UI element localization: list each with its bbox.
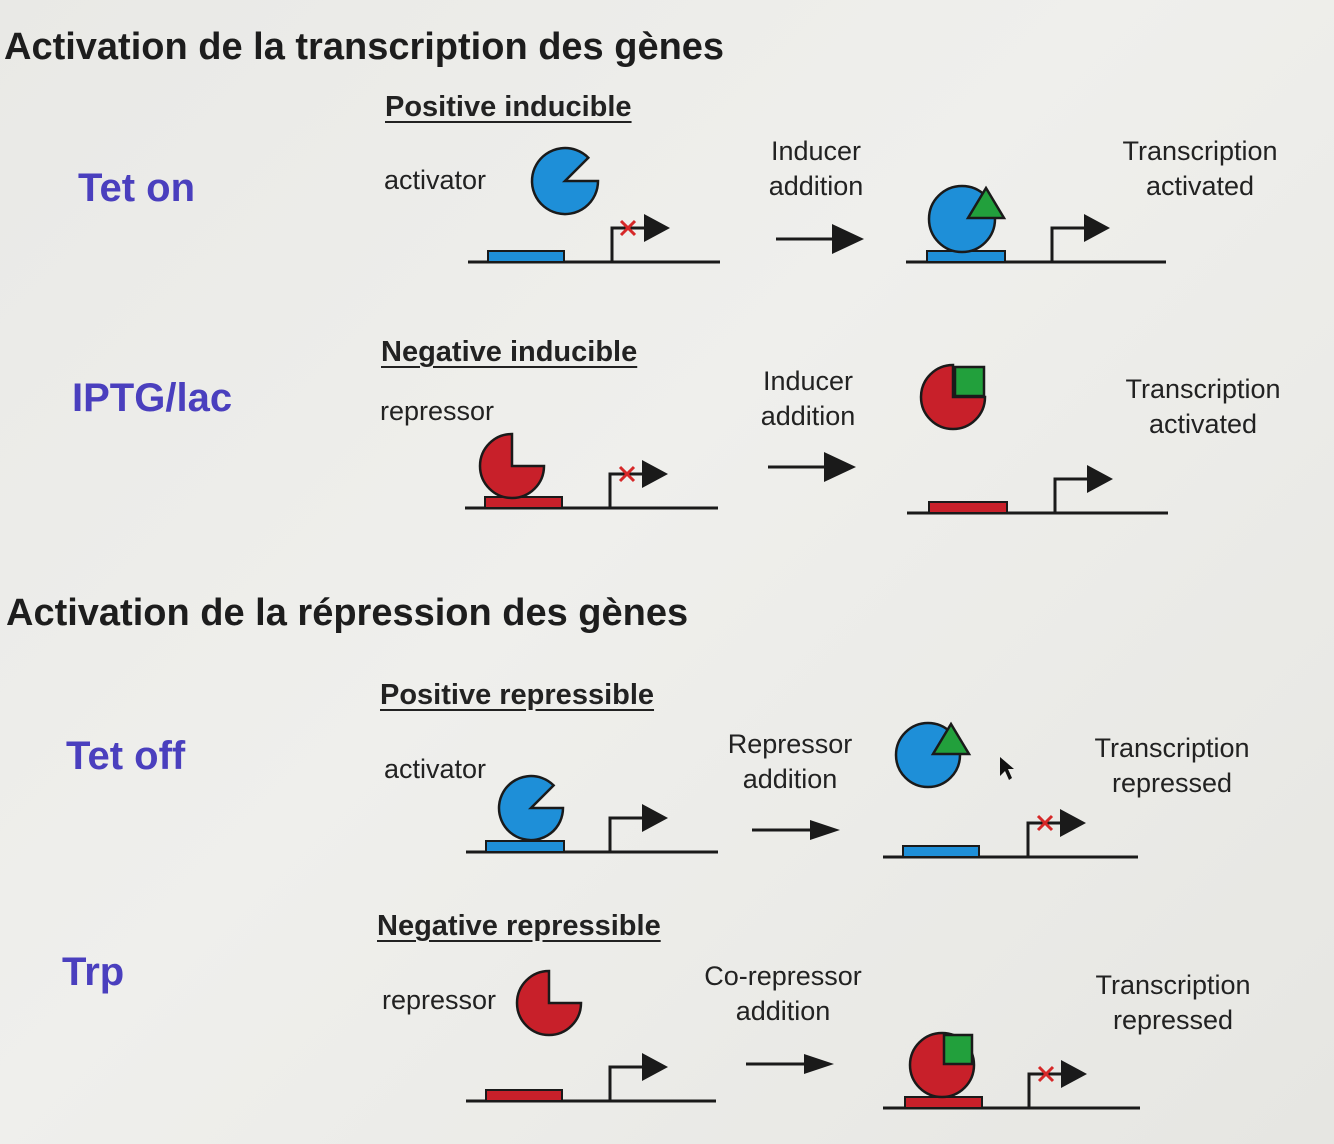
operator-site bbox=[484, 496, 563, 509]
result-label-transcription-repressed: Transcription repressed bbox=[1095, 970, 1251, 1035]
co-repressor-square-icon bbox=[942, 1033, 974, 1066]
promoter-arrow-icon bbox=[608, 802, 670, 854]
process-arrow-icon bbox=[774, 222, 866, 256]
operator-site bbox=[928, 501, 1008, 514]
subtitle-positive-repressible: Positive repressible bbox=[380, 679, 655, 711]
promoter-arrow-icon bbox=[608, 458, 670, 510]
tet-off-diagram bbox=[466, 721, 1138, 859]
system-label-tet-off: Tet off bbox=[66, 734, 186, 778]
promoter-arrow-icon bbox=[610, 212, 672, 264]
subtitle-negative-repressible: Negative repressible bbox=[377, 910, 661, 942]
promoter-arrow-icon bbox=[1026, 807, 1088, 859]
process-arrow-icon bbox=[750, 818, 842, 842]
mouse-cursor-icon bbox=[1000, 757, 1014, 780]
inducer-square-icon bbox=[953, 365, 986, 398]
subtitle-negative-inducible: Negative inducible bbox=[381, 336, 638, 368]
operator-site bbox=[487, 250, 565, 263]
result-label-transcription-activated: Transcription activated bbox=[1122, 136, 1278, 201]
promoter-arrow-icon bbox=[1053, 463, 1115, 515]
protein-label-repressor: repressor bbox=[382, 985, 497, 1015]
action-label-co-repressor-addition: Co-repressor addition bbox=[704, 961, 862, 1026]
process-arrow-icon bbox=[744, 1052, 836, 1076]
section-title-transcription: Activation de la transcription des gènes bbox=[4, 26, 725, 68]
section-title-repression: Activation de la répression des gènes bbox=[6, 592, 689, 634]
promoter-arrow-icon bbox=[1050, 212, 1112, 264]
operator-site bbox=[902, 845, 980, 858]
iptg-lac-diagram bbox=[465, 363, 1168, 515]
promoter-arrow-icon bbox=[1027, 1058, 1089, 1110]
action-label-inducer-addition: Inducer addition bbox=[768, 136, 864, 201]
repressor-protein bbox=[919, 363, 987, 431]
result-label-transcription-repressed: Transcription repressed bbox=[1094, 733, 1250, 798]
system-label-tet-on: Tet on bbox=[78, 166, 196, 210]
protein-label-activator: activator bbox=[384, 165, 487, 195]
activator-protein bbox=[497, 774, 565, 842]
repressor-protein bbox=[478, 432, 546, 500]
promoter-arrow-icon bbox=[608, 1051, 670, 1103]
activator-protein bbox=[530, 146, 600, 216]
inducer-triangle-icon bbox=[965, 185, 1007, 220]
repressor-protein bbox=[515, 969, 583, 1037]
operator-site bbox=[904, 1096, 983, 1109]
repressor-triangle-icon bbox=[930, 721, 972, 756]
action-label-inducer-addition: Inducer addition bbox=[760, 366, 856, 431]
tet-on-diagram bbox=[468, 146, 1166, 264]
system-label-iptg-lac: IPTG/lac bbox=[72, 376, 233, 420]
trp-diagram bbox=[466, 969, 1140, 1110]
result-label-transcription-activated: Transcription activated bbox=[1125, 374, 1281, 439]
system-label-trp: Trp bbox=[62, 950, 125, 994]
subtitle-positive-inducible: Positive inducible bbox=[385, 91, 632, 123]
action-label-repressor-addition: Repressor addition bbox=[727, 729, 853, 794]
protein-label-activator: activator bbox=[384, 754, 487, 784]
protein-label-repressor: repressor bbox=[380, 396, 495, 426]
operator-site bbox=[485, 840, 565, 853]
process-arrow-icon bbox=[766, 450, 858, 484]
operator-site bbox=[485, 1089, 563, 1102]
